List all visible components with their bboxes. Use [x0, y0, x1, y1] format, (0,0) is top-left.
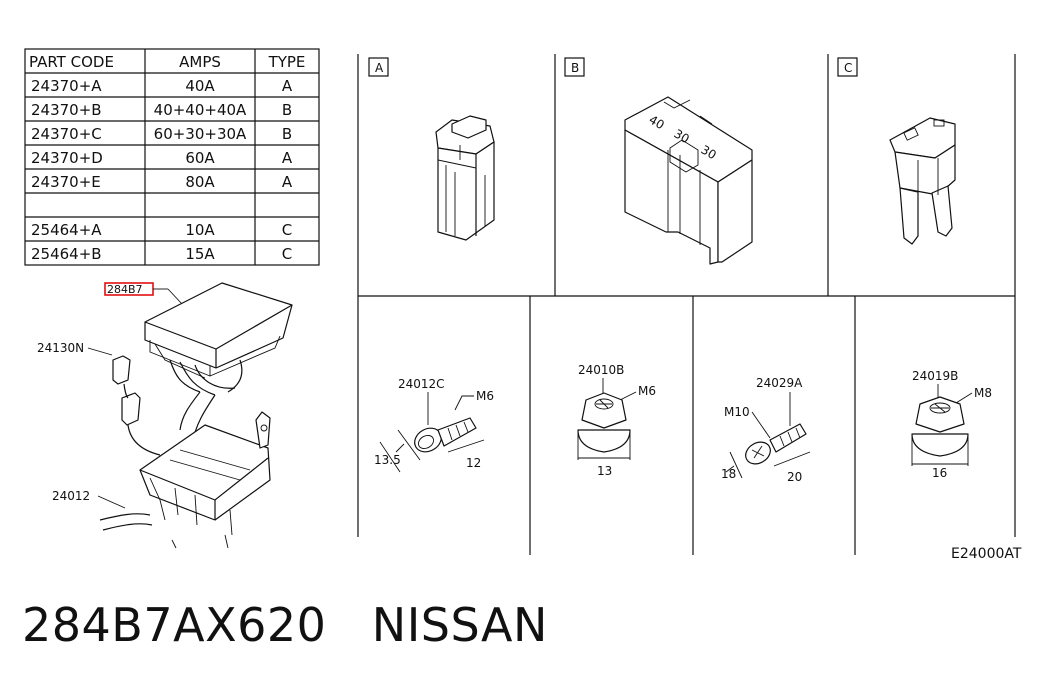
dim-label-13: 13 [597, 464, 612, 478]
table-cell: 40+40+40A [154, 101, 247, 119]
part-label-24019b[interactable]: 24019B [912, 369, 958, 383]
table-cell: B [282, 125, 292, 143]
part-number: 284B7AX620 [22, 598, 327, 652]
table-cell: 10A [185, 221, 215, 239]
panel-label-a: A [375, 61, 384, 75]
table-header-part-code: PART CODE [29, 53, 114, 71]
panel-label-b: B [571, 61, 579, 75]
dim-label-13-5: 13.5 [374, 453, 401, 467]
table-cell: 80A [185, 173, 215, 191]
fuse-type-c-drawing [889, 117, 956, 245]
bolt-24012c-drawing: 24012C M6 13.5 12 [374, 377, 494, 473]
fuse-b-marking-40: 40 [647, 112, 667, 132]
table-cell: C [282, 221, 292, 239]
part-label-24012c[interactable]: 24012C [398, 377, 445, 391]
table-cell: C [282, 245, 292, 263]
thread-label-m6: M6 [476, 389, 494, 403]
table-cell: A [282, 149, 293, 167]
dim-label-18: 18 [721, 467, 736, 481]
thread-label-m6: M6 [638, 384, 656, 398]
table-cell: 60A [185, 149, 215, 167]
fuse-type-b-drawing: 40 30 30 [624, 96, 753, 265]
table-cell: 60+30+30A [154, 125, 247, 143]
part-label-24010b[interactable]: 24010B [578, 363, 624, 377]
table-cell: A [282, 173, 293, 191]
drawing-code: E24000AT [951, 546, 1022, 562]
nut-24019b-drawing: 24019B M8 16 [911, 369, 992, 480]
table-cell: 25464+B [31, 245, 102, 263]
fuse-b-marking-30: 30 [672, 126, 692, 146]
table-cell: 40A [185, 77, 215, 95]
part-label-24012[interactable]: 24012 [52, 489, 90, 503]
table-cell: 15A [185, 245, 215, 263]
dim-label-20: 20 [787, 470, 802, 484]
thread-label-m8: M8 [974, 386, 992, 400]
table-cell: B [282, 101, 292, 119]
table-cell: 24370+E [31, 173, 101, 191]
part-label-284b7[interactable]: 284B7 [107, 283, 143, 296]
parts-table: PART CODE AMPS TYPE 24370+A 40A A 24370+… [24, 48, 320, 266]
dim-label-12: 12 [466, 456, 481, 470]
part-label-24130n[interactable]: 24130N [37, 341, 84, 355]
table-header-amps: AMPS [179, 53, 221, 71]
table-cell: 24370+B [31, 101, 102, 119]
thread-label-m10: M10 [724, 405, 750, 419]
dim-label-16: 16 [932, 466, 947, 480]
nut-24010b-drawing: 24010B M6 13 [577, 363, 656, 478]
panel-label-c: C [844, 61, 852, 75]
part-caption: 284B7AX620 NISSAN [22, 598, 548, 652]
table-header-type: TYPE [268, 53, 306, 71]
table-cell: 24370+D [31, 149, 103, 167]
parts-grid: A B C [357, 54, 1016, 555]
bolt-24029a-drawing: 24029A M10 18 20 [721, 376, 811, 484]
table-cell: A [282, 77, 293, 95]
table-cell: 25464+A [31, 221, 102, 239]
table-cell: 24370+A [31, 77, 102, 95]
parts-diagram: PART CODE AMPS TYPE 24370+A 40A A 24370+… [24, 48, 1022, 562]
fuse-box-assembly: 284B7 24130N [37, 282, 293, 549]
fuse-b-marking-30: 30 [699, 142, 719, 162]
table-cell: 24370+C [31, 125, 102, 143]
brand-name: NISSAN [371, 598, 548, 652]
fuse-type-a-drawing [435, 115, 495, 241]
part-label-24029a[interactable]: 24029A [756, 376, 803, 390]
